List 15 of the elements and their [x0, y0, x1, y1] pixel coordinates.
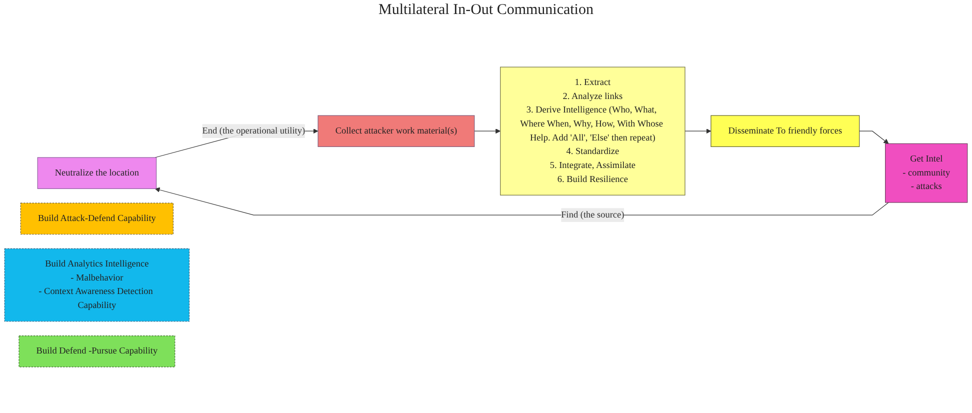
- arrow: [474, 128, 501, 134]
- node-box: Build Attack-Defend Capability: [20, 202, 174, 235]
- node-box: Build Analytics Intelligence - Malbehavior - Context Awareness Detection Capability: [4, 248, 190, 322]
- node-box: Build Defend -Pursue Capability: [18, 336, 176, 368]
- arrow: [684, 128, 712, 134]
- node-box: 1. Extract 2. Analyze links 3. Derive Intelligence (Who, What, Where When, Why, How, With Whose Help. Add 'All', 'Else' then repeat) 4. Standardize 5. Integrate, Assimilate 6. Build Resilience: [500, 66, 686, 196]
- node-box: Collect attacker work material(s): [318, 115, 475, 147]
- edge-label: End (the operational utility): [202, 126, 306, 136]
- arrow: [154, 187, 889, 216]
- note-text: Multilateral In-Out Communication: [378, 2, 594, 18]
- edge-label: Find (the source): [561, 210, 624, 220]
- node-box: Disseminate To friendly forces: [710, 115, 860, 147]
- node-box: Neutralize the location: [37, 157, 157, 189]
- arrow: [859, 130, 889, 144]
- node-box: Get Intel - community - attacks: [885, 143, 968, 203]
